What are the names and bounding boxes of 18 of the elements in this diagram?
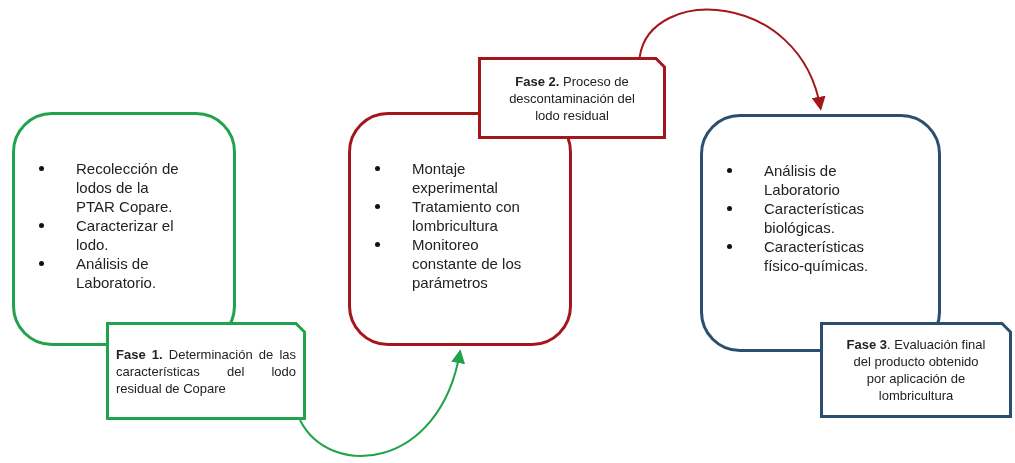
bullet-item: Características físico-químicas. (764, 237, 870, 275)
bullet-item: Tratamiento con lombricultura (412, 197, 521, 235)
bullet-item: Características biológicas. (764, 199, 866, 237)
phase-label-box (478, 57, 666, 139)
curved-arrow (638, 8, 825, 111)
rounded-process-box (12, 112, 236, 346)
phase-description: Fase 2. Proceso de descontaminación del lodo residual (508, 72, 636, 124)
bullet-item: Análisis de Laboratorio. (76, 254, 158, 292)
phase-label-box (820, 322, 1012, 418)
bullet-item: Recolección de lodos de la PTAR Copare. (76, 159, 180, 216)
phase-description: Fase 1. Determinación de las características del lodo residual de Copare (116, 345, 296, 397)
bullet-item: Montaje experimental (412, 159, 499, 197)
bullet-item: Monitoreo constante de los parámetros (412, 235, 523, 292)
bullet-item: Caracterizar el lodo. (76, 216, 175, 254)
phase-label-box (106, 322, 306, 420)
phase-description: Fase 3. Evaluación final del producto obtenido por aplicación de lombricultura (845, 336, 987, 404)
curved-arrow (299, 349, 465, 457)
bullet-item: Análisis de Laboratorio (764, 161, 841, 199)
